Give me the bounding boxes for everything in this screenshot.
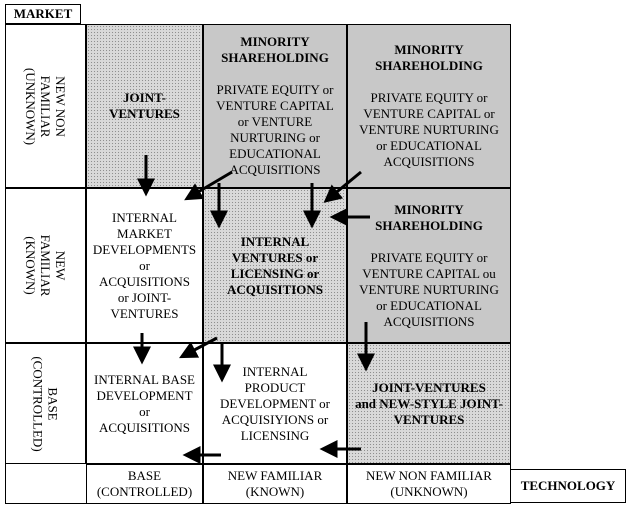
market-axis-label: MARKET [5,4,81,24]
cell-r0c0-bold: JOINT- VENTURES [109,90,180,121]
row-label-base: BASE (CONTROLLED) [5,343,86,464]
cell-internal-ventures: INTERNAL VENTURES or LICENSING or ACQUIS… [203,188,347,343]
cell-joint-ventures: JOINT- VENTURES [86,24,203,188]
cell-new-style-joint-ventures: JOINT-VENTURES and NEW-STYLE JOINT- VENT… [347,343,511,464]
technology-axis-label: TECHNOLOGY [510,469,626,503]
col-label-base: BASE (CONTROLLED) [86,464,203,504]
cell-minority-shareholding-known-market: MINORITY SHAREHOLDING PRIVATE EQUITY or … [347,188,511,343]
cell-r1c2-text: PRIVATE EQUITY or VENTURE CAPITAL ou VEN… [359,249,499,329]
row-label-new-non-familiar: NEW NON FAMILIAR (UNKNOWN) [5,24,86,188]
cell-r0c1-bold: MINORITY SHAREHOLDING [221,34,329,65]
cell-r1c0-text: INTERNAL MARKET DEVELOPMENTS or ACQUISIT… [92,209,197,321]
cell-r0c2-bold: MINORITY SHAREHOLDING [375,42,483,73]
cell-internal-market-developments: INTERNAL MARKET DEVELOPMENTS or ACQUISIT… [86,188,203,343]
col-label-new-familiar: NEW FAMILIAR (KNOWN) [203,464,347,504]
cell-r1c2-bold: MINORITY SHAREHOLDING [375,201,483,233]
cell-minority-shareholding-unknown-tech: MINORITY SHAREHOLDING PRIVATE EQUITY or … [347,24,511,188]
cell-r2c2-bold: JOINT-VENTURES and NEW-STYLE JOINT- VENT… [355,379,503,427]
cell-internal-product-development: INTERNAL PRODUCT DEVELOPMENT or ACQUISIY… [203,343,347,464]
col-label-new-non-familiar: NEW NON FAMILIAR (UNKNOWN) [347,464,511,504]
cell-minority-shareholding-familiar-tech: MINORITY SHAREHOLDING PRIVATE EQUITY or … [203,24,347,188]
row-label-new-familiar: NEW FAMILIAR (KNOWN) [5,188,86,343]
cell-r1c1-bold: INTERNAL VENTURES or LICENSING or ACQUIS… [226,233,324,297]
cell-internal-base-development: INTERNAL BASE DEVELOPMENT or ACQUISITION… [86,343,203,464]
cell-r0c2-text: PRIVATE EQUITY or VENTURE CAPITAL or VEN… [359,90,499,169]
cell-r0c1-text: PRIVATE EQUITY or VENTURE CAPITAL or VEN… [216,82,334,177]
cell-r2c1-text: INTERNAL PRODUCT DEVELOPMENT or ACQUISIY… [220,363,330,443]
cell-r2c0-text: INTERNAL BASE DEVELOPMENT or ACQUISITION… [94,371,195,435]
